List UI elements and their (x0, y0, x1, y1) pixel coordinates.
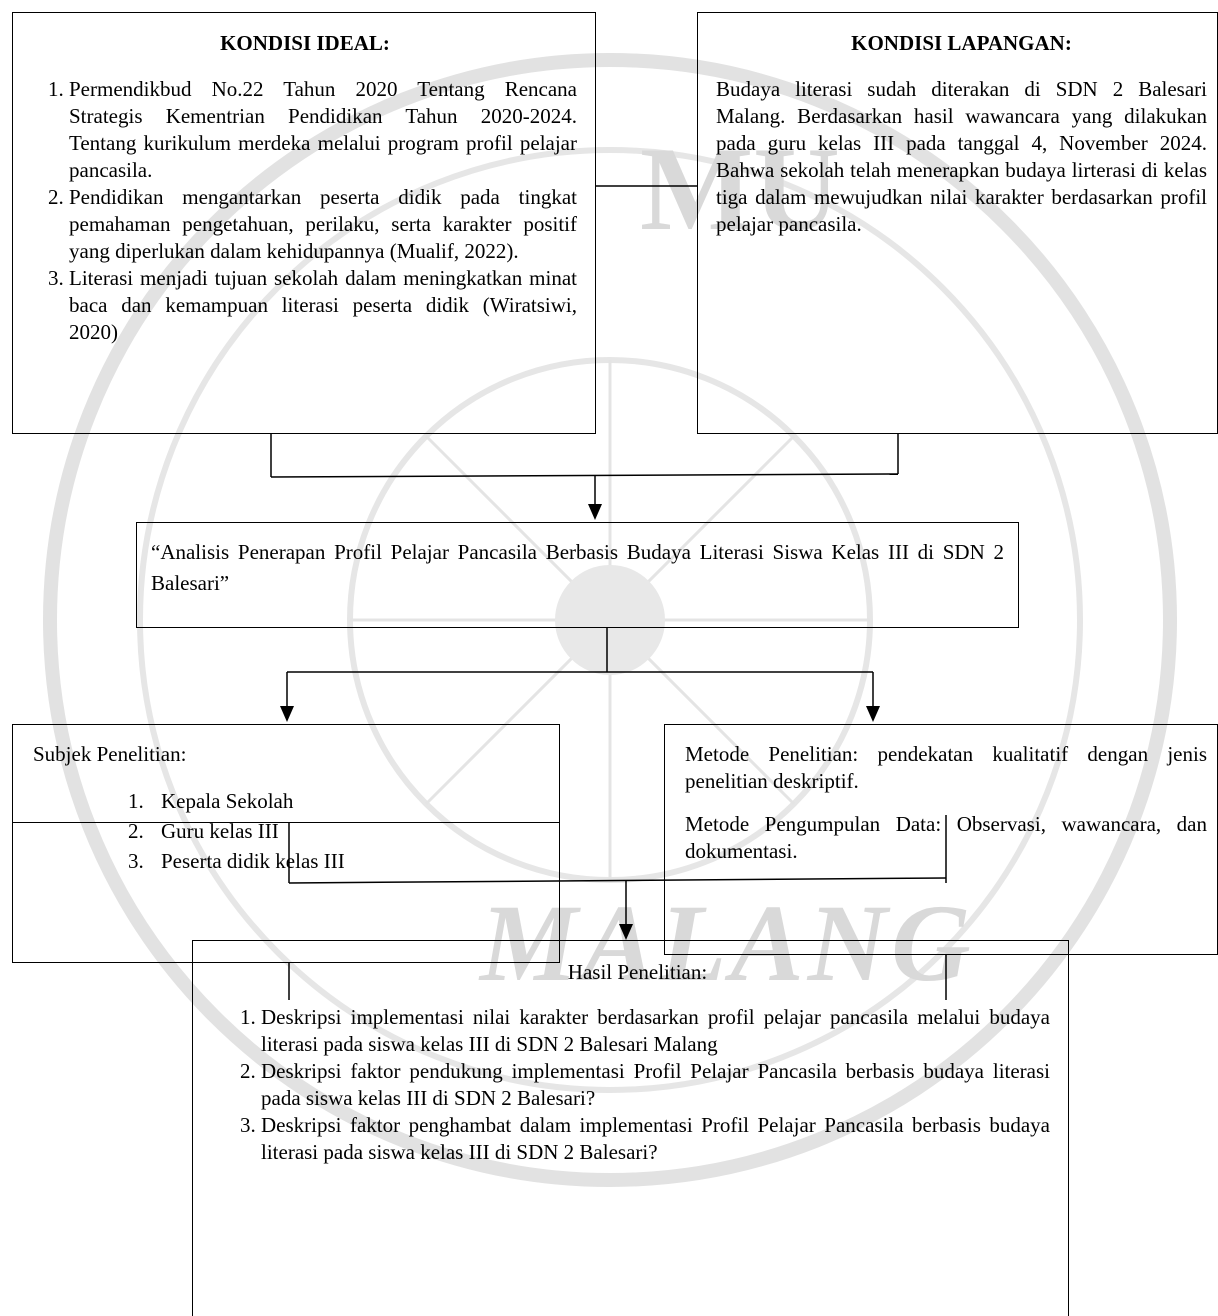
watermark-letters: MU (640, 122, 840, 255)
list-item: Deskripsi faktor pendukung implementasi … (261, 1058, 1050, 1112)
kondisi-ideal-box: KONDISI IDEAL: Permendikbud No.22 Tahun … (12, 12, 596, 434)
kondisi-lapangan-text: Budaya literasi sudah diterakan di SDN 2… (716, 77, 1207, 236)
hasil-penelitian-block: Hasil Penelitian: Deskripsi implementasi… (192, 940, 1069, 1316)
kondisi-lapangan-title: KONDISI LAPANGAN: (851, 31, 1072, 55)
arrow-to-metode (866, 706, 880, 722)
kondisi-ideal-title: KONDISI IDEAL: (220, 31, 390, 55)
subjek-penelitian-block: Subjek Penelitian: Kepala Sekolah Guru k… (12, 724, 560, 963)
list-item: Kepala Sekolah (149, 786, 545, 816)
watermark-word: MALANG (480, 882, 975, 1004)
hasil-list: Deskripsi implementasi nilai karakter be… (225, 1004, 1050, 1166)
arrow-to-subjek (280, 706, 294, 722)
kondisi-lapangan-box: KONDISI LAPANGAN: Budaya literasi sudah … (697, 12, 1218, 434)
metode-penelitian-text: Metode Penelitian: pendekatan kualitatif… (685, 742, 1207, 793)
list-item: Permendikbud No.22 Tahun 2020 Tentang Re… (69, 76, 577, 184)
list-item: Literasi menjadi tujuan sekolah dalam me… (69, 265, 577, 346)
subjek-list: Kepala Sekolah Guru kelas III Peserta di… (33, 786, 545, 876)
kondisi-ideal-list: Permendikbud No.22 Tahun 2020 Tentang Re… (33, 76, 577, 346)
arrow-to-judul (588, 504, 602, 520)
judul-text: “Analisis Penerapan Profil Pelajar Panca… (151, 540, 1004, 595)
metode-pengumpulan-text: Metode Pengumpulan Data: Observasi, wawa… (685, 812, 1207, 863)
list-item: Deskripsi faktor penghambat dalam implem… (261, 1112, 1050, 1166)
list-item: Pendidikan mengantarkan peserta didik pa… (69, 184, 577, 265)
subjek-title: Subjek Penelitian: (33, 742, 187, 766)
judul-box: “Analisis Penerapan Profil Pelajar Panca… (136, 522, 1019, 628)
hasil-title: Hasil Penelitian: (567, 960, 708, 984)
metode-penelitian-block: Metode Penelitian: pendekatan kualitatif… (664, 724, 1218, 955)
list-item: Guru kelas III (149, 816, 545, 846)
list-item: Deskripsi implementasi nilai karakter be… (261, 1004, 1050, 1058)
list-item: Peserta didik kelas III (149, 846, 545, 876)
